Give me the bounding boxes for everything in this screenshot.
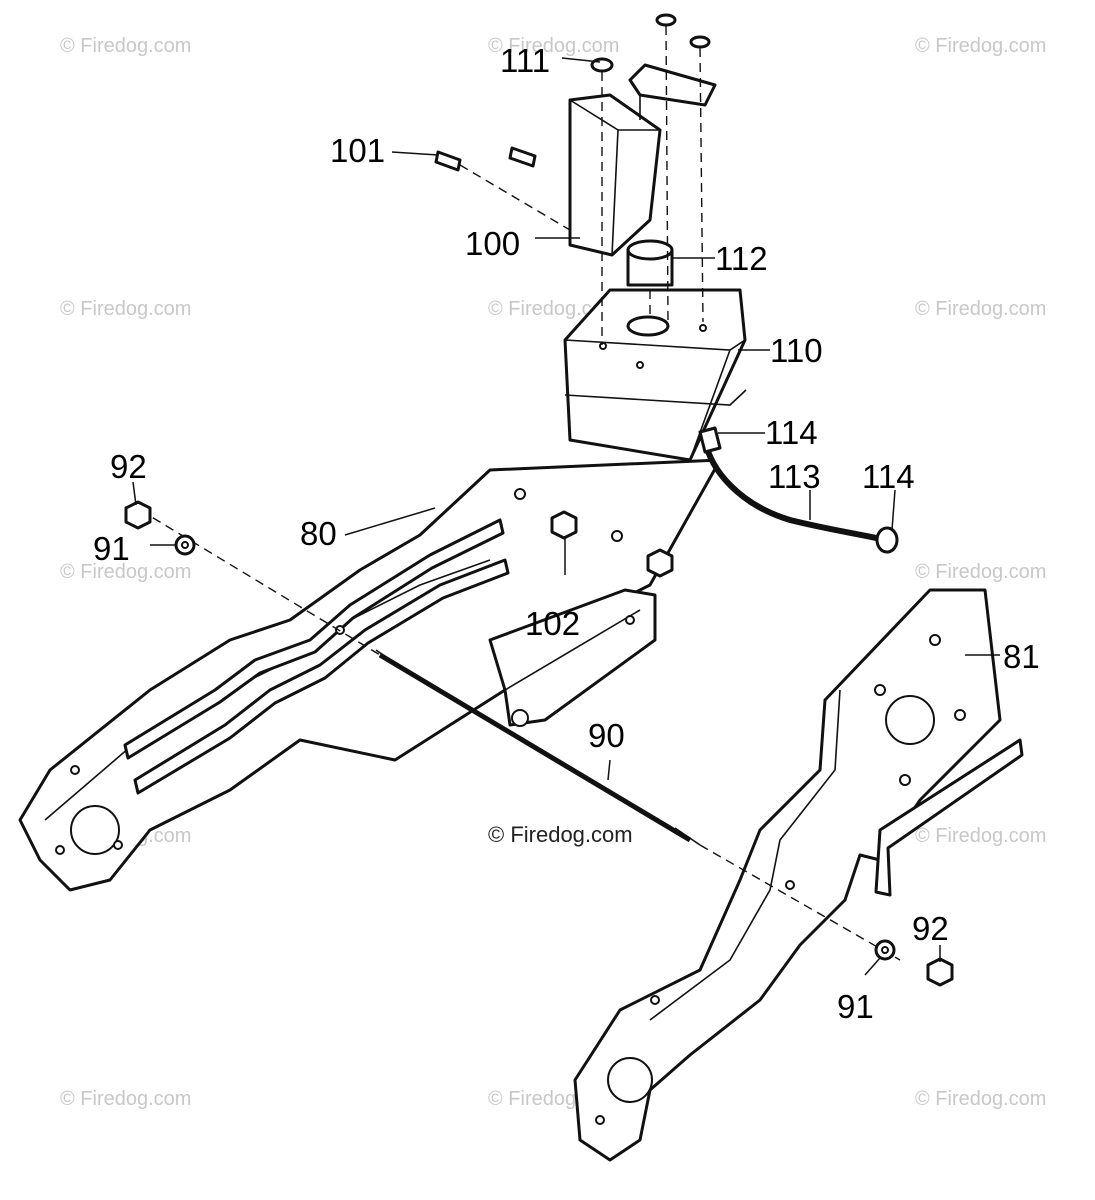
watermark: © Firedog.com [915,298,1046,320]
tank-bracket [568,63,717,257]
axle-hole [70,805,120,855]
watermark: © Firedog.com [60,561,191,583]
callouts: 111 101 100 112 110 114 113 114 92 91 80… [93,42,1040,1025]
nut [926,957,954,987]
clamp [698,426,722,454]
bracket-102 [488,588,657,727]
callout-102: 102 [525,605,580,642]
watermark: © Firedog.com [915,1088,1046,1110]
callout-100: 100 [465,225,520,262]
watermark: © Firedog.com [60,35,191,57]
callout-113: 113 [768,458,821,495]
axle-hole [607,1057,653,1103]
callout-91-right: 91 [837,988,874,1025]
leader-lines [132,57,1000,976]
callout-114a: 114 [765,414,818,451]
callout-111: 111 [500,42,550,79]
watermark: © Firedog.com [915,825,1046,847]
screw [655,13,677,27]
fuel-cap [626,239,674,318]
fuel-line [698,426,899,554]
watermark: © Firedog.com [915,561,1046,583]
callout-81: 81 [1003,638,1040,675]
callout-114b: 114 [862,458,915,495]
callout-101: 101 [330,132,385,169]
nut [550,510,578,540]
callout-92-left: 92 [110,448,147,485]
right-side-plate [573,588,1024,1162]
watermark: © Firedog.com [60,298,191,320]
callout-92-right: 92 [912,910,949,947]
watermark: © Firedog.com [915,35,1046,57]
callout-91-left: 91 [93,530,130,567]
right-hardware [874,939,954,987]
callout-112: 112 [715,240,768,277]
watermark: © Firedog.com [488,35,619,57]
bolt [434,150,462,172]
callout-110: 110 [770,332,823,369]
callout-80: 80 [300,515,337,552]
axle-rod [139,509,901,961]
watermark: © Firedog.com [60,1088,191,1110]
screw [689,35,711,49]
nut [124,500,152,530]
fasteners [434,13,711,345]
nut [646,548,674,578]
axle-hole [885,695,935,745]
fuel-tank [563,288,747,462]
left-hardware [124,500,674,578]
callout-90: 90 [588,717,625,754]
clamp [875,526,899,554]
bolt [508,146,537,168]
watermark-center: © Firedog.com [488,822,633,847]
